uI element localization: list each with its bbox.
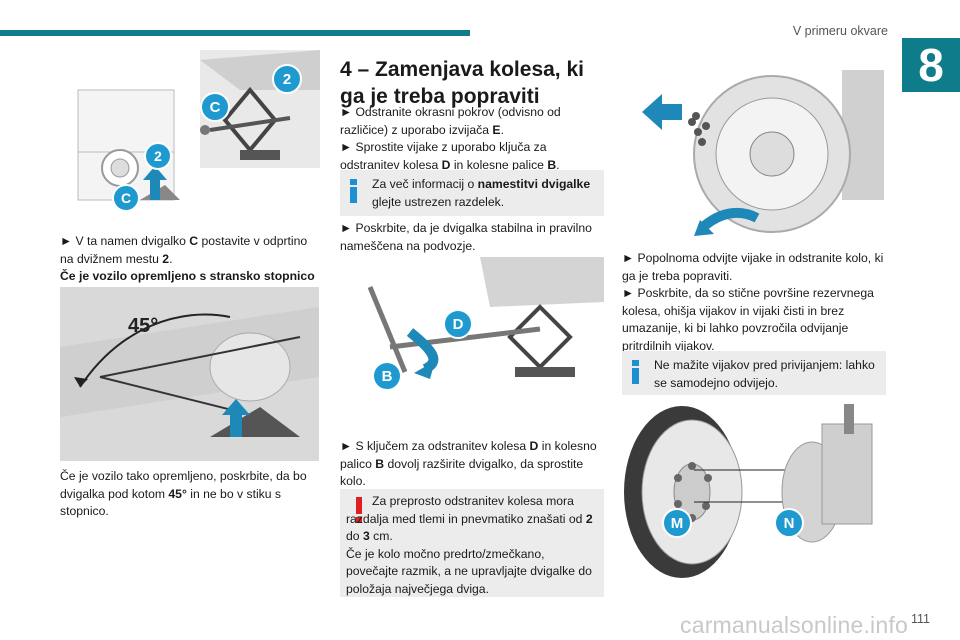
step-b-text: Sprostite vijake z uporabo ključa za ods…: [340, 140, 547, 172]
step-a-text: Odstranite okrasni pokrov (odvisno od ra…: [340, 105, 561, 137]
info-icon: [630, 360, 642, 384]
label-c-badge: C: [200, 92, 230, 122]
warning-text: Za preprosto odstranitev kolesa mora raz…: [346, 493, 598, 598]
info-note-jack: Za več informacij o namestitvi dvigalke …: [340, 170, 604, 216]
para2-bold-angle: 45°: [168, 486, 187, 501]
figure-remove-wheel: [622, 70, 884, 238]
label-m-text: M: [670, 514, 684, 532]
bullet-arrow: ►: [622, 251, 638, 265]
step-d-text-c: dovolj razširite dvigalko, da sprostite …: [340, 456, 584, 489]
step-jack-stable: ► Poskrbite, da je dvigalka stabilna in …: [340, 220, 604, 255]
warn-line2: Če je kolo močno predrto/zmečkano, poveč…: [346, 546, 592, 596]
step-extend-jack: ► S ključem za odstranitev kolesa D in k…: [340, 438, 604, 491]
chapter-title: V primeru okvare: [792, 24, 888, 38]
header-accent-bar: [0, 30, 470, 36]
bullet-arrow: ►: [340, 105, 356, 119]
info1-text-a: Za več informacij o: [372, 177, 475, 191]
step-d-bold-d: D: [529, 439, 539, 453]
label-c-van-text: C: [120, 190, 132, 206]
para2-text-b: in ne bo v stiku s stopnico.: [60, 486, 282, 519]
warn-bold-3: 3: [362, 529, 370, 543]
info2-text: Ne mažite vijakov pred privijanjem: lahk…: [654, 358, 875, 390]
label-n-badge: N: [774, 508, 804, 538]
label-d-badge: D: [443, 309, 473, 339]
step-d-text-b: in kolesno palico: [340, 439, 597, 471]
bullet-arrow: ►: [340, 439, 356, 453]
steps-remove-cover: ► Odstranite okrasni pokrov (odvisno od …: [340, 105, 561, 172]
step-b-bold-d: D: [441, 157, 451, 172]
figure-hub-bolts: M N: [622, 404, 884, 580]
page-number: 111: [910, 612, 930, 626]
label-b-text: B: [381, 367, 393, 385]
bullet-arrow: ►: [622, 286, 638, 300]
warning-icon: [354, 497, 364, 525]
step-f-text: Poskrbite, da so stične površine rezervn…: [622, 286, 874, 353]
label-2-van-text: 2: [154, 148, 162, 164]
para-side-step: Če je vozilo tako opremljeno, poskrbite,…: [60, 468, 318, 521]
label-2-badge: 2: [272, 64, 302, 94]
info-icon: [348, 179, 360, 203]
step1-text-a: V ta namen dvigalko: [75, 234, 186, 248]
steps-remove-wheel: ► Popolnoma odvijte vijake in odstranite…: [622, 250, 888, 355]
angle-label: 45°: [128, 315, 159, 337]
step-d-text-a: S ključem za odstranitev kolesa: [355, 439, 527, 453]
info1-text-b: glejte ustrezen razdelek.: [372, 194, 505, 209]
label-c-badge-van: C: [112, 184, 140, 212]
subheading-side-step: Če je vozilo opremljeno s stransko stopn…: [60, 269, 315, 283]
figure-wrench-jack: D B: [340, 257, 604, 397]
label-b-badge: B: [372, 361, 402, 391]
label-c-text: C: [209, 98, 221, 116]
step1-text-b: postavite v odprtino na dvižnem mestu: [60, 234, 308, 266]
label-d-text: D: [452, 315, 464, 333]
bullet-arrow: ►: [60, 234, 73, 248]
warn-do: do: [346, 529, 360, 543]
label-m-badge: M: [662, 508, 692, 538]
step1-bold-2: 2: [162, 251, 170, 266]
warn-cm: cm.: [373, 529, 393, 543]
step-b-text2: in kolesne palice: [453, 157, 544, 172]
step-a-bold: E: [492, 122, 501, 137]
label-n-text: N: [783, 514, 795, 532]
para2-text-a: Če je vozilo tako opremljeno, poskrbite,…: [60, 469, 307, 501]
step-e-text: Popolnoma odvijte vijake in odstranite k…: [622, 251, 884, 283]
step-b-bold-b: B: [547, 157, 557, 172]
bullet-arrow: ►: [340, 221, 356, 235]
info1-text: Za več informacij o namestitvi dvigalke …: [372, 176, 600, 211]
warn-bold-2: 2: [585, 511, 593, 526]
figure-jack-placement: 2 C 2 C: [60, 50, 320, 218]
info1-bold: namestitvi dvigalke: [477, 177, 591, 191]
section-heading: 4 – Zamenjava kolesa, ki ga je treba pop…: [340, 58, 584, 108]
info-note-no-grease: Ne mažite vijakov pred privijanjem: lahk…: [622, 351, 886, 395]
watermark: carmanualsonline.info: [680, 612, 908, 638]
chapter-number-tab: 8: [902, 38, 960, 92]
bullet-arrow: ►: [340, 140, 356, 154]
step1-text-c: .: [169, 251, 173, 266]
step-place-jack: ► V ta namen dvigalko C postavite v odpr…: [60, 233, 322, 286]
warn-line1: Za preprosto odstranitev kolesa mora raz…: [346, 494, 583, 526]
label-2-text: 2: [282, 70, 292, 88]
warning-note-ground-clearance: Za preprosto odstranitev kolesa mora raz…: [340, 489, 604, 597]
step-c-text: Poskrbite, da je dvigalka stabilna in pr…: [340, 221, 592, 253]
figure-jack-angle: 45°: [60, 287, 319, 461]
label-2-badge-van: 2: [144, 142, 172, 170]
step1-bold-c: C: [189, 234, 199, 248]
step-d-bold-b: B: [375, 456, 385, 471]
